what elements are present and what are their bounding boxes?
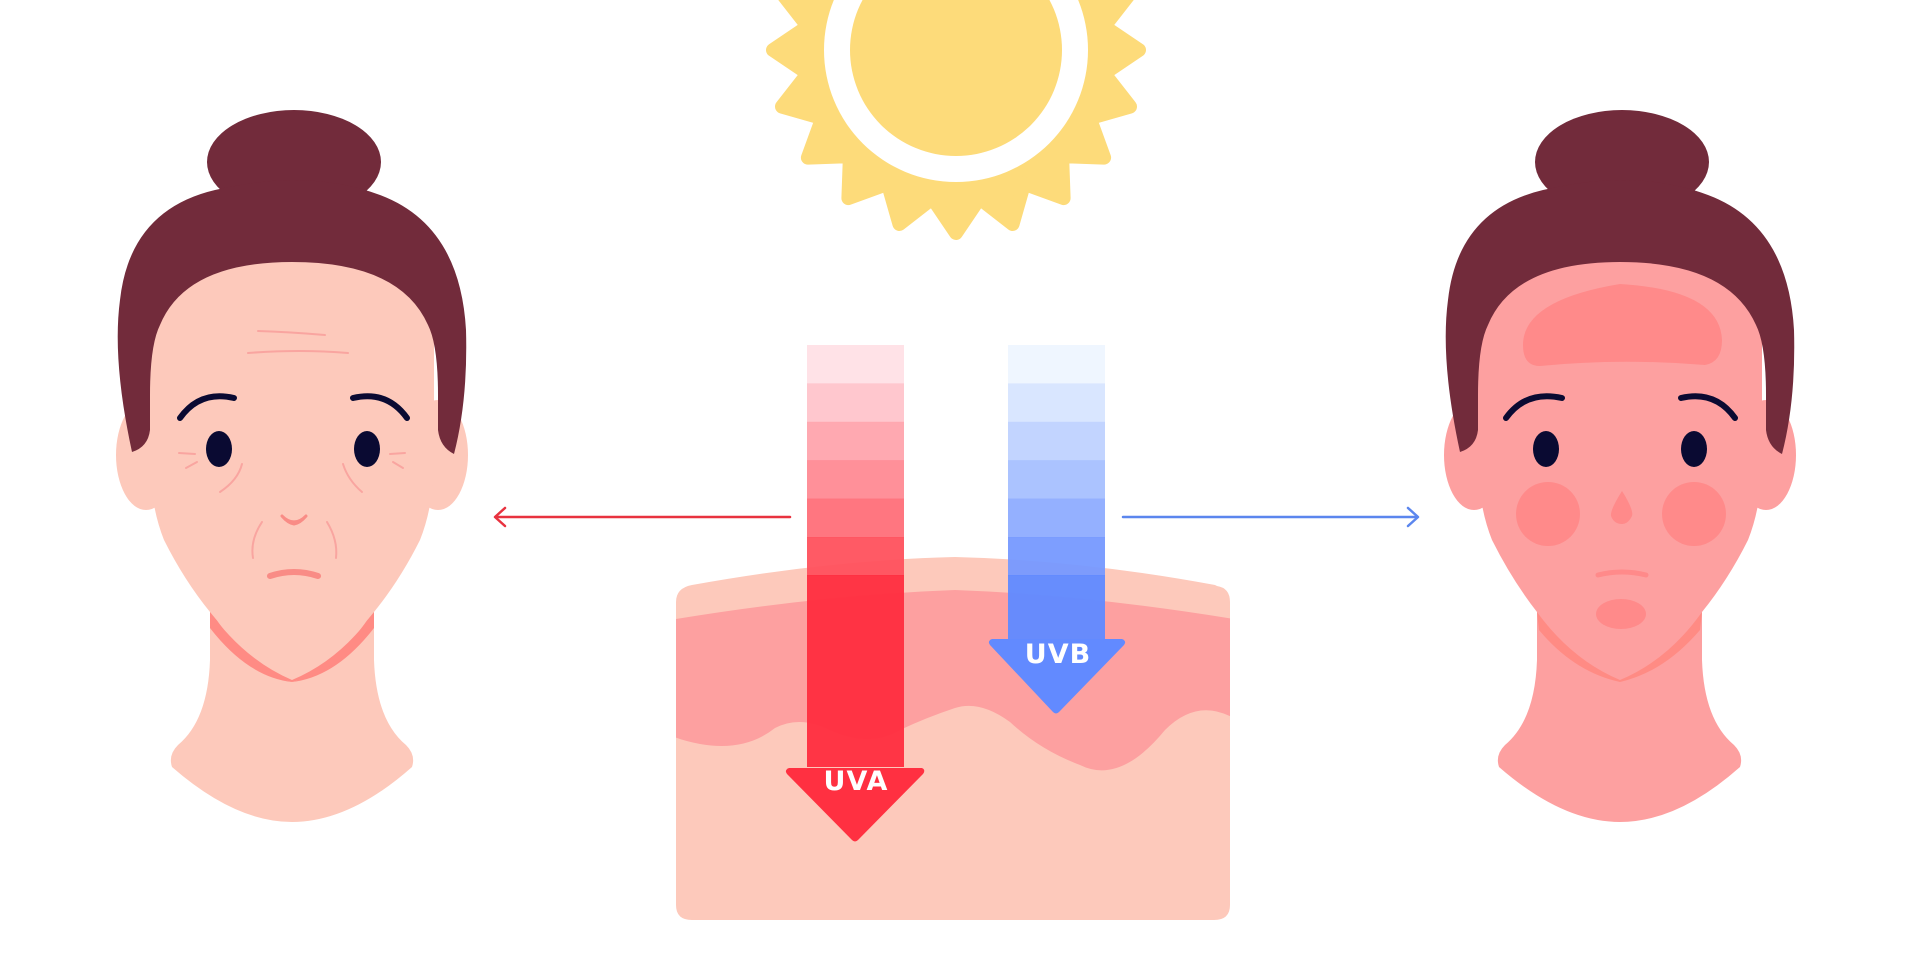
arrow-left-icon <box>493 506 792 528</box>
skin-cross-section <box>676 557 1230 920</box>
arrow-right-icon <box>1121 506 1420 528</box>
left-cheek-redness <box>1516 482 1580 546</box>
uva-label: UVA <box>824 766 889 797</box>
face-sunburned <box>1444 110 1796 822</box>
uvb-label: UVB <box>1025 639 1091 670</box>
uva-arrow: UVA <box>785 345 925 842</box>
sun-icon <box>766 0 1146 240</box>
left-eye <box>206 431 232 467</box>
uvb-arrow: UVB <box>988 345 1126 714</box>
forehead-redness <box>1523 284 1722 366</box>
face-aged <box>116 110 468 822</box>
right-cheek-redness <box>1662 482 1726 546</box>
right-eye <box>354 431 380 467</box>
